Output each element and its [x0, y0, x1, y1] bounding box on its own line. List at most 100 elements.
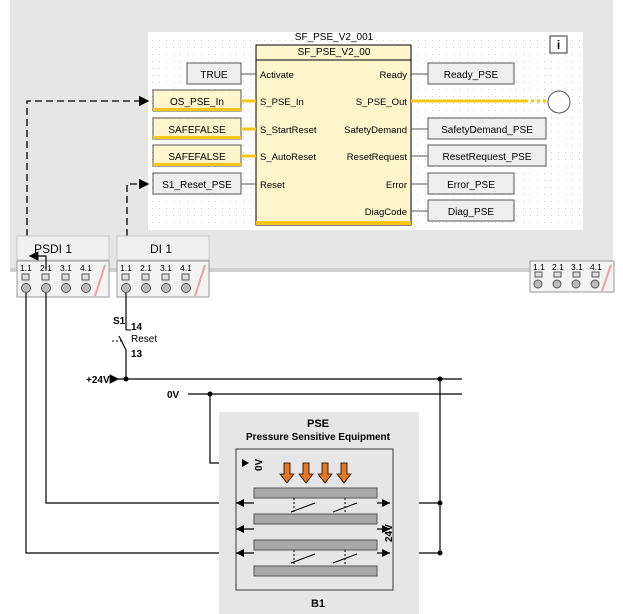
arrow-down-icon: [279, 462, 295, 484]
terminal-screw[interactable]: [81, 283, 91, 293]
terminal-label: 2.1: [140, 263, 152, 273]
terminal-screw[interactable]: [571, 279, 581, 289]
fb-type-name: SF_PSE_V2_00: [298, 47, 371, 58]
output-var-resetrequest-pse[interactable]: ResetRequest_PSE: [411, 144, 547, 167]
input-var-s1-reset-pse[interactable]: S1_Reset_PSE: [152, 172, 256, 195]
svg-text:Diag_PSE: Diag_PSE: [448, 207, 494, 218]
svg-text:SafetyDemand_PSE: SafetyDemand_PSE: [441, 125, 533, 136]
output-var-diag-pse[interactable]: Diag_PSE: [411, 199, 515, 222]
terminal-label: 4.1: [80, 263, 92, 273]
terminal-label: 3.1: [160, 263, 172, 273]
contact-strip: [253, 539, 378, 551]
arrow-down-icon: [298, 462, 314, 484]
terminal-screw[interactable]: [161, 283, 171, 293]
terminal-label: 1.1: [533, 262, 545, 272]
terminal-screw[interactable]: [590, 279, 600, 289]
signal-arrows: [26, 95, 150, 236]
function-block[interactable]: SF_PSE_V2_001 SF_PSE_V2_00 Activate S_PS…: [255, 32, 412, 226]
output-var-safetydemand-pse[interactable]: SafetyDemand_PSE: [411, 117, 547, 140]
fb-pin-activate: Activate: [260, 70, 294, 81]
wire-psdi-out: [25, 293, 236, 554]
fb-body: [255, 44, 412, 226]
module-di-label: DI 1: [150, 242, 172, 256]
terminal-screw[interactable]: [21, 283, 31, 293]
pse-subtitle: Pressure Sensitive Equipment: [246, 432, 391, 443]
input-var-safefalse-auto[interactable]: SAFEFALSE: [152, 144, 256, 167]
info-icon[interactable]: i: [549, 35, 568, 54]
fb-pin-diagcode: DiagCode: [365, 207, 407, 218]
signal-arrow-pse-in: [26, 95, 150, 236]
terminal-label: 2.1: [552, 262, 564, 272]
fb-pin-ready: Ready: [380, 70, 408, 81]
signal-arrow-reset: [126, 178, 150, 236]
contact-strips: [253, 487, 378, 577]
pse-24v-label: 24V: [384, 524, 395, 542]
junctions: [123, 376, 443, 556]
terminal-led: [534, 271, 543, 278]
svg-text:S1_Reset_PSE: S1_Reset_PSE: [162, 180, 232, 191]
terminal-screw[interactable]: [552, 279, 562, 289]
terminal-led: [141, 273, 150, 281]
terminal-label: 4.1: [180, 263, 192, 273]
input-var-os-pse-in[interactable]: OS_PSE_In: [152, 89, 256, 112]
module-psdi-label: PSDI 1: [34, 242, 72, 256]
terminal-screw[interactable]: [121, 283, 131, 293]
module-right: 1.1 2.1 3.1 4.1: [529, 260, 615, 293]
pse-device: PSE Pressure Sensitive Equipment 0V 24V …: [219, 412, 419, 614]
pse-title: PSE: [307, 418, 329, 430]
reset-switch-s1[interactable]: S1 14 Reset 13: [112, 316, 157, 360]
terminal-led: [21, 273, 30, 281]
contact-strip: [253, 487, 378, 499]
input-var-true[interactable]: TRUE: [186, 62, 256, 85]
terminal-screw[interactable]: [533, 279, 543, 289]
fb-pin-s-startreset: S_StartReset: [260, 125, 317, 136]
svg-text:i: i: [557, 38, 560, 52]
fb-pin-s-pse-out: S_PSE_Out: [356, 97, 408, 108]
fb-pin-s-autoreset: S_AutoReset: [260, 152, 316, 163]
terminal-led: [553, 271, 562, 278]
output-variables: Ready_PSE SafetyDemand_PSE ResetRequest_…: [411, 62, 571, 222]
module-di-1: DI 1 1.1 2.1 3.1 4.1: [116, 235, 210, 298]
terminal-led: [41, 273, 50, 281]
terminal-screw[interactable]: [141, 283, 151, 293]
output-var-ready-pse[interactable]: Ready_PSE: [411, 62, 515, 85]
svg-text:SAFEFALSE: SAFEFALSE: [168, 125, 226, 136]
fb-pin-error: Error: [386, 180, 407, 191]
terminal-screw[interactable]: [61, 283, 71, 293]
svg-text:Error_PSE: Error_PSE: [447, 180, 495, 191]
contact-strip: [253, 513, 378, 525]
terminal-led: [181, 273, 190, 281]
pulse-return-arrow: [28, 251, 47, 270]
pse-0v-label: 0V: [254, 458, 265, 471]
input-var-safefalse-start[interactable]: SAFEFALSE: [152, 117, 256, 140]
fb-pin-resetrequest: ResetRequest: [347, 152, 408, 163]
terminal-led: [161, 273, 170, 281]
terminal-screw[interactable]: [181, 283, 191, 293]
terminal-label: 3.1: [60, 263, 72, 273]
fb-pin-s-pse-in: S_PSE_In: [260, 97, 304, 108]
output-var-error-pse[interactable]: Error_PSE: [411, 172, 515, 195]
arrow-down-icon: [317, 462, 333, 484]
supply-0v-label: 0V: [167, 390, 180, 401]
terminal-label: 4.1: [590, 262, 602, 272]
terminal-led: [121, 273, 130, 281]
fb-instance-name: SF_PSE_V2_001: [295, 32, 374, 43]
terminal-label: 1.1: [120, 263, 132, 273]
terminal-screw[interactable]: [41, 283, 51, 293]
output-s-pse-out-line: [411, 90, 571, 114]
pse-tag: B1: [311, 598, 325, 610]
module-psdi-1: PSDI 1 1.1 2.1 3.1 4.1: [16, 235, 110, 298]
switch-pin-bottom: 13: [131, 349, 143, 360]
terminal-label: 1.1: [20, 263, 32, 273]
svg-text:TRUE: TRUE: [200, 70, 228, 81]
arrow-down-icon: [336, 462, 352, 484]
fb-pin-safetydemand: SafetyDemand: [344, 125, 407, 136]
switch-pin-top: 14: [131, 322, 143, 333]
fb-pin-reset: Reset: [260, 180, 285, 191]
svg-text:OS_PSE_In: OS_PSE_In: [170, 97, 224, 108]
svg-text:SAFEFALSE: SAFEFALSE: [168, 152, 226, 163]
contact-strip: [253, 565, 378, 577]
output-connector-circle[interactable]: [547, 90, 571, 114]
input-variables: TRUE OS_PSE_In SAFEFALSE SAFEFALSE S1_Re…: [152, 62, 256, 195]
